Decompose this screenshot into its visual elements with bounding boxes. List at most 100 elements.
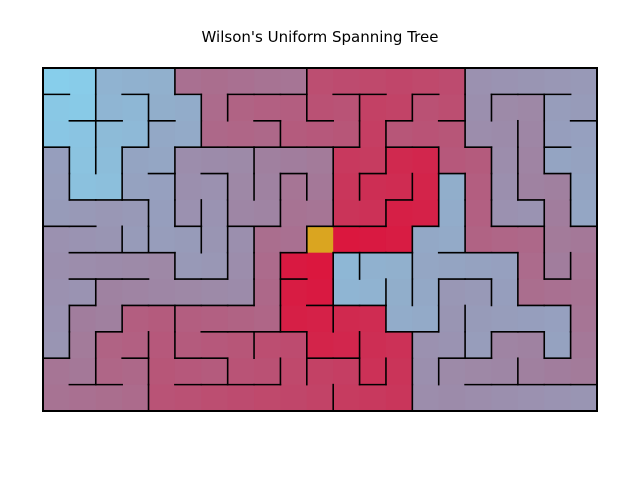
maze-cell — [385, 226, 413, 254]
maze-cell — [122, 358, 150, 386]
maze-cell — [333, 252, 361, 280]
maze-cell — [174, 358, 202, 386]
maze-cell — [69, 226, 97, 254]
maze-cell — [280, 252, 308, 280]
maze-cell — [227, 226, 255, 254]
maze-cell — [385, 147, 413, 175]
maze-cell — [385, 173, 413, 201]
maze-cell — [491, 252, 519, 280]
maze-cell — [465, 173, 493, 201]
maze-cell — [227, 279, 255, 307]
maze-cell — [412, 252, 440, 280]
maze-cell — [544, 226, 572, 254]
maze-cell — [438, 305, 466, 333]
maze-walls — [42, 67, 598, 412]
maze-cell — [465, 68, 493, 95]
maze-cell — [201, 147, 229, 175]
maze-cell — [412, 173, 440, 201]
maze-cell — [227, 147, 255, 175]
maze-cell — [438, 94, 466, 122]
maze-cell — [491, 147, 519, 175]
maze-cell — [570, 226, 598, 254]
maze-cell — [254, 199, 282, 227]
maze-cell — [412, 199, 440, 227]
maze-cell — [570, 120, 598, 148]
maze-cell — [517, 252, 545, 280]
maze-cell — [412, 358, 440, 386]
maze-cell — [95, 68, 123, 95]
maze-cell — [122, 252, 150, 280]
maze-cell — [280, 305, 308, 333]
maze-cell — [359, 173, 387, 201]
maze-cell — [43, 305, 70, 333]
maze-cell — [174, 199, 202, 227]
maze-cell — [544, 305, 572, 333]
maze-cell — [359, 305, 387, 333]
maze-cell — [359, 279, 387, 307]
maze-border — [42, 67, 598, 412]
maze-goal-cell — [306, 226, 334, 254]
maze-cell — [122, 305, 150, 333]
maze-cell — [385, 358, 413, 386]
maze-cell — [491, 384, 519, 412]
maze-cell — [174, 305, 202, 333]
maze-cell — [148, 305, 176, 333]
maze-cell — [280, 68, 308, 95]
maze-cell — [333, 279, 361, 307]
maze-cell — [306, 331, 334, 359]
maze-cell — [333, 305, 361, 333]
maze-cell — [465, 226, 493, 254]
maze-cell — [148, 384, 176, 412]
maze-cell — [570, 384, 598, 412]
maze-cell — [254, 226, 282, 254]
maze-cell — [95, 252, 123, 280]
maze-cell — [438, 384, 466, 412]
figure-title: Wilson's Uniform Spanning Tree — [201, 28, 439, 46]
maze-cell — [280, 147, 308, 175]
maze-cell — [95, 147, 123, 175]
maze-cell — [517, 94, 545, 122]
maze-cell — [95, 305, 123, 333]
maze-cell — [570, 68, 598, 95]
maze-cell — [491, 199, 519, 227]
maze-cell — [122, 173, 150, 201]
maze-cell — [254, 279, 282, 307]
maze-cell — [359, 147, 387, 175]
maze-cell — [517, 120, 545, 148]
maze-cell — [201, 226, 229, 254]
maze-cell — [333, 226, 361, 254]
maze-cell — [465, 331, 493, 359]
maze-cell — [306, 358, 334, 386]
maze-cell — [227, 199, 255, 227]
maze-cell — [359, 68, 387, 95]
maze-cell — [254, 68, 282, 95]
maze-cell — [201, 252, 229, 280]
maze-cell — [95, 358, 123, 386]
maze-cell — [122, 279, 150, 307]
maze-cell — [438, 68, 466, 95]
maze-cell — [333, 147, 361, 175]
maze-cell — [95, 94, 123, 122]
maze-cell — [465, 120, 493, 148]
maze-cell — [385, 331, 413, 359]
maze-cell — [385, 305, 413, 333]
maze-cell — [69, 331, 97, 359]
maze-cell — [95, 384, 123, 412]
maze-cell — [227, 94, 255, 122]
maze-cell — [69, 305, 97, 333]
maze-cell — [122, 384, 150, 412]
maze-cell — [438, 358, 466, 386]
maze-cell — [43, 94, 70, 122]
maze-cell — [95, 173, 123, 201]
maze-cell — [412, 120, 440, 148]
maze-cell — [517, 305, 545, 333]
maze-cell — [201, 199, 229, 227]
maze-cell — [333, 331, 361, 359]
maze-cell — [491, 305, 519, 333]
maze-cell — [254, 120, 282, 148]
maze-cell — [333, 199, 361, 227]
maze-cell — [122, 331, 150, 359]
maze-cell — [43, 173, 70, 201]
maze-cell — [174, 94, 202, 122]
maze-cell — [465, 279, 493, 307]
